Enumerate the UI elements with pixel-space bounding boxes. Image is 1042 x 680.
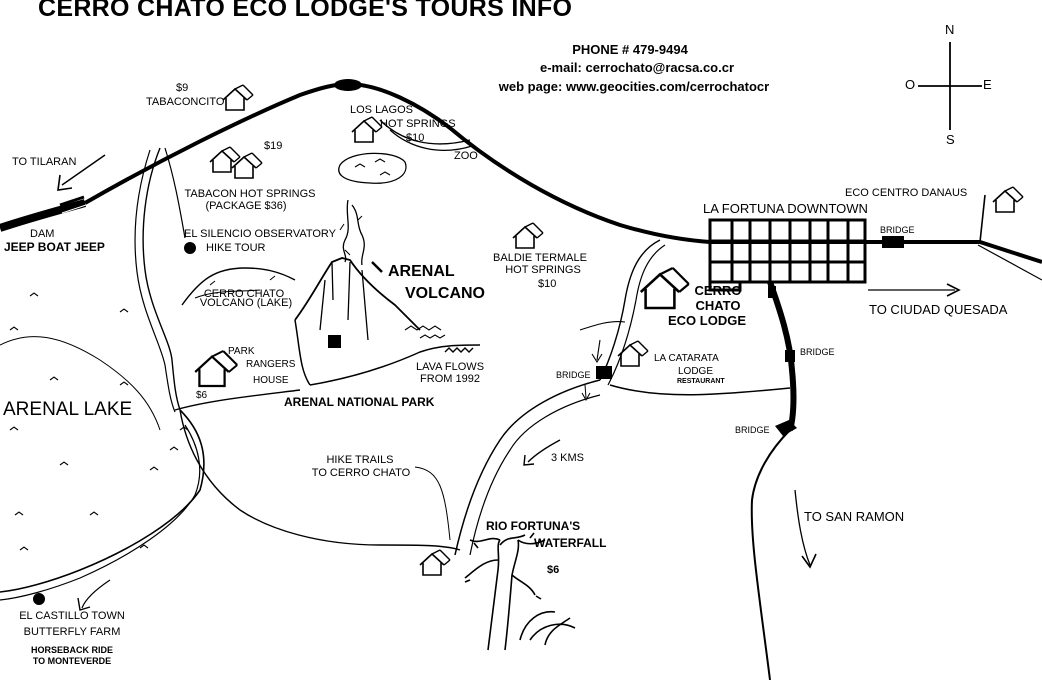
lodge-label-2: CHATO	[695, 298, 741, 313]
rangers-label-3: HOUSE	[253, 375, 289, 386]
los-lagos-label-2: HOT SPRINGS	[380, 118, 456, 130]
catarata-hut-icon	[617, 340, 649, 367]
national-park-label: ARENAL NATIONAL PARK	[284, 395, 435, 409]
compass-east: E	[983, 77, 992, 92]
rangers-label-1: PARK	[228, 346, 255, 357]
bridge-mid-marker	[785, 350, 795, 362]
catarata-label-1: LA CATARATA	[654, 353, 719, 364]
compass-west: O	[905, 77, 916, 92]
catarata-label-3: RESTAURANT	[677, 378, 725, 385]
bridge-west-marker	[596, 366, 612, 379]
tabaconcito-price: $9	[176, 82, 189, 94]
waterfall-drawing	[464, 532, 576, 651]
castillo-label-2: BUTTERFLY FARM	[23, 626, 121, 638]
tilaran-arrow	[61, 154, 106, 186]
arenal-volcano-drawing	[294, 199, 481, 386]
waterfall-label-2: WATERFALL	[534, 536, 607, 550]
waterfall-price: $6	[547, 564, 560, 576]
tabacon-label-2: (PACKAGE $36)	[205, 200, 287, 212]
rangers-label-2: RANGERS	[246, 359, 296, 370]
tabacon-label-1: TABACON HOT SPRINGS	[184, 188, 316, 200]
tabacon-price: $19	[264, 140, 283, 152]
cerro-chato-volcano-label-2: VOLCANO (LAKE)	[199, 297, 293, 309]
to-ciudad-quesada-label: TO CIUDAD QUESADA	[869, 302, 1008, 317]
waterfall-label-1: RIO FORTUNA'S	[486, 519, 581, 533]
compass-cross	[918, 42, 982, 130]
bridge-south-marker	[775, 420, 797, 436]
lake-ripples	[9, 292, 189, 551]
baldie-label-1: BALDIE TERMALE	[493, 252, 587, 264]
compass-north: N	[945, 22, 955, 37]
to-san-ramon-label: TO SAN RAMON	[804, 509, 905, 524]
hike-trails-label-1: HIKE TRAILS	[326, 454, 394, 466]
email-link[interactable]: e-mail: cerrochato@racsa.co.cr	[539, 60, 735, 75]
san-ramon-arrow	[794, 489, 811, 566]
rangers-price: $6	[196, 390, 208, 401]
to-tilaran-label: TO TILARAN	[12, 156, 77, 168]
lava-label-1: LAVA FLOWS	[415, 361, 485, 373]
three-kms-arrow	[527, 439, 561, 463]
horseback-label-2: TO MONTEVERDE	[32, 656, 112, 666]
web-link[interactable]: web page: www.geocities.com/cerrochatocr	[498, 79, 770, 94]
tabaconcito-hut-icon	[222, 84, 254, 111]
arenal-volcano-label-1: ARENAL	[388, 263, 455, 280]
los-lagos-label-1: LOS LAGOS	[350, 104, 413, 116]
map-title: CERRO CHATO ECO LODGE'S TOURS INFO	[38, 0, 573, 22]
main-highway	[0, 79, 1042, 264]
eco-centro-label: ECO CENTRO DANAUS	[845, 187, 968, 199]
los-lagos-lake	[338, 152, 407, 184]
baldie-label-2: HOT SPRINGS	[505, 264, 581, 276]
silencio-label-2: HIKE TOUR	[206, 242, 266, 254]
bridge-south-label: BRIDGE	[735, 425, 770, 435]
arenal-volcano-label-2: VOLCANO	[405, 285, 485, 302]
la-fortuna-label: LA FORTUNA DOWNTOWN	[703, 201, 868, 216]
horseback-label-1: HORSEBACK RIDE	[30, 645, 114, 655]
castillo-label-1: EL CASTILLO TOWN	[19, 610, 125, 622]
bridge-east-marker	[882, 236, 904, 248]
cerro-chato-volcano-label-1: CERRO CHATO	[203, 288, 285, 300]
san-ramon-road	[767, 280, 797, 431]
tabaconcito-label: TABACONCITO	[146, 96, 225, 108]
national-park-marker	[328, 335, 341, 348]
zoo-label: ZOO	[454, 150, 478, 162]
lodge-hut-icon	[639, 266, 691, 310]
la-fortuna-grid	[708, 218, 867, 292]
phone-text: PHONE # 479-9494	[572, 42, 688, 57]
compass-south: S	[946, 132, 955, 147]
jeep-boat-jeep-label: JEEP BOAT JEEP	[4, 240, 105, 254]
three-kms-label: 3 KMS	[551, 452, 585, 464]
catarata-label-2: LODGE	[678, 366, 714, 377]
hike-trails-label-2: TO CERRO CHATO	[311, 467, 411, 479]
bridge-mid-label: BRIDGE	[800, 347, 835, 357]
bridge-west-label: BRIDGE	[556, 370, 591, 380]
cerro-chato-volcano-drawing	[181, 267, 296, 306]
los-lagos-road	[379, 119, 471, 145]
tabacon-hut-icon-2	[231, 152, 263, 179]
lava-label-2: FROM 1992	[420, 373, 480, 385]
castillo-marker	[33, 593, 45, 605]
lodge-label-1: CERRO	[694, 283, 742, 298]
lodge-label-3: ECO LODGE	[667, 313, 747, 328]
dam-label: DAM	[30, 228, 55, 240]
bridge-east-label: BRIDGE	[880, 225, 915, 235]
road-marker	[334, 79, 362, 91]
los-lagos-price: $10	[406, 132, 425, 144]
eco-centro-hut-icon	[992, 186, 1024, 213]
waterfall-hut-icon	[419, 549, 451, 576]
silencio-label-1: EL SILENCIO OBSERVATORY	[184, 228, 337, 240]
los-lagos-hut-icon	[351, 116, 383, 143]
arenal-lake-label: ARENAL LAKE	[3, 399, 133, 420]
silencio-marker	[184, 242, 196, 254]
baldie-hut-icon	[512, 222, 544, 249]
baldie-price: $10	[538, 278, 557, 290]
